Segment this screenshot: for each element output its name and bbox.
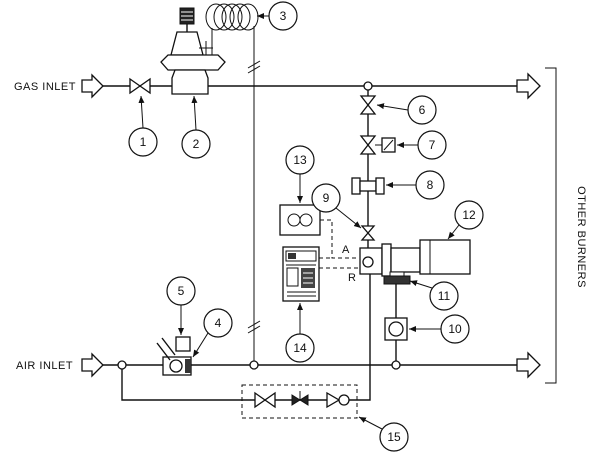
callout-number: 11 [438, 289, 451, 303]
callout-number: 2 [193, 137, 200, 151]
union-fitting [351, 177, 385, 195]
callout-1: 1 [128, 95, 158, 157]
air-inlet-arrow-icon [81, 352, 104, 378]
air-outlet-arrow-icon [516, 351, 541, 379]
bypass-valve-icon [254, 391, 276, 409]
burner [359, 239, 471, 277]
air-inlet-label: AIR INLET [16, 360, 73, 372]
callout-10: 10 [409, 314, 470, 344]
other-burners-label: OTHER BURNERS [575, 186, 587, 288]
gas-inlet-label: GAS INLET [14, 81, 76, 93]
callout-number: 9 [323, 191, 330, 205]
callout-number: 6 [419, 103, 426, 117]
gas-branch-valve-icon [359, 95, 377, 115]
air-junction [117, 360, 127, 370]
flame-detector [383, 271, 411, 285]
callout-2: 2 [181, 95, 211, 159]
callout-number: 8 [427, 178, 434, 192]
bypass-assembly-box [241, 384, 358, 419]
ignition-wire [320, 219, 359, 259]
callout-13: 13 [285, 145, 315, 203]
air-damper [384, 317, 408, 341]
callout-3: 3 [257, 1, 298, 31]
port-a-label: A [342, 244, 350, 256]
valve-actuator [156, 336, 191, 361]
callout-5: 5 [166, 276, 196, 335]
callout-9: 9 [311, 183, 362, 229]
ignition-transformer [279, 204, 321, 236]
burner-gas-cock-icon [360, 225, 376, 241]
callout-number: 5 [178, 284, 185, 298]
callout-12: 12 [447, 200, 484, 240]
other-burners-bracket [545, 67, 557, 384]
pressure-regulator [160, 7, 226, 95]
impulse-junction [249, 360, 259, 370]
callout-15: 15 [358, 416, 409, 452]
solenoid-valve [359, 135, 396, 155]
check-valve-icon [326, 391, 350, 409]
air-butterfly-valve [162, 356, 192, 376]
callout-8: 8 [386, 170, 445, 200]
callout-14: 14 [285, 303, 315, 363]
callout-number: 7 [429, 138, 436, 152]
callout-number: 4 [215, 316, 222, 330]
callout-7: 7 [397, 130, 447, 160]
needle-valve-icon [291, 391, 309, 406]
callout-11: 11 [409, 280, 459, 311]
port-r-label: R [348, 272, 356, 284]
callout-4: 4 [192, 308, 233, 358]
gas-junction [363, 81, 373, 91]
callout-number: 3 [280, 9, 287, 23]
gas-outlet-arrow-icon [516, 72, 541, 100]
callout-number: 10 [448, 322, 462, 336]
callout-number: 14 [293, 341, 307, 355]
gas-inlet-arrow-icon [81, 73, 104, 99]
burner-controller [282, 246, 320, 302]
callout-number: 15 [387, 430, 401, 444]
callout-number: 13 [293, 153, 307, 167]
gas-shutoff-valve-icon [129, 77, 151, 95]
line-break-marks [247, 60, 261, 334]
air-branch-junction [391, 360, 401, 370]
callout-number: 12 [462, 208, 476, 222]
callout-6: 6 [376, 95, 437, 125]
callout-number: 1 [140, 135, 147, 149]
bypass-line [121, 274, 371, 401]
impulse-coil [205, 3, 259, 31]
